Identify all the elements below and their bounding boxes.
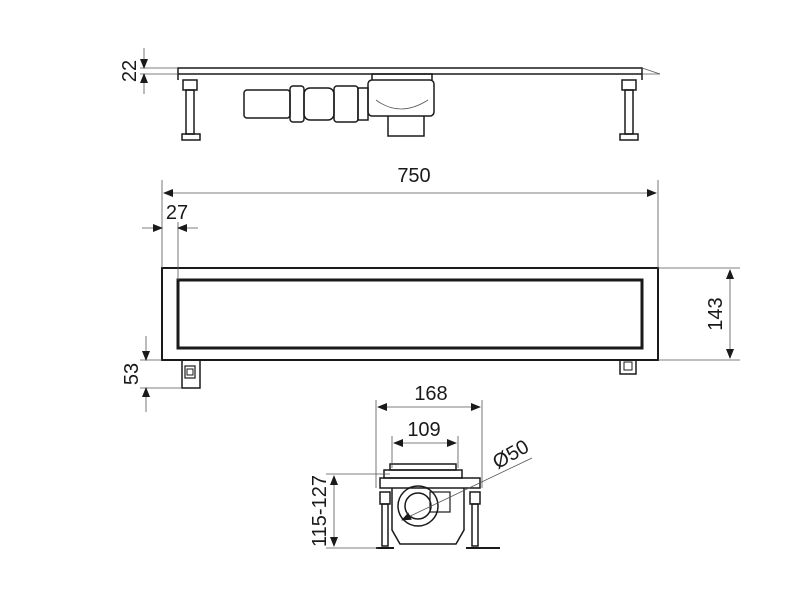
dim-53: 53: [121, 336, 182, 412]
dim-143: 143: [658, 267, 740, 361]
dim-115-127: 115-127: [309, 473, 390, 549]
dim-168-label: 168: [414, 383, 447, 405]
front-drain-body: [391, 488, 465, 545]
side-right-foot: [619, 79, 639, 141]
outlet-circle-outer: [397, 485, 439, 527]
top-inner-grate: [176, 278, 644, 350]
dim-22-label: 22: [119, 60, 141, 82]
top-left-foot: [181, 359, 201, 389]
top-right-foot: [619, 359, 637, 375]
dim-53-label: 53: [121, 363, 143, 385]
dim-109: 109: [391, 419, 459, 468]
top-outer-frame: [161, 267, 659, 361]
dim-115-127-label: 115-127: [309, 475, 331, 547]
side-view: 22: [119, 48, 661, 141]
dim-27-label: 27: [166, 202, 188, 224]
dim-22: 22: [119, 48, 148, 94]
front-left-foot: [376, 491, 394, 549]
top-view: 750 27 143 53: [121, 165, 740, 412]
dim-143-label: 143: [705, 297, 727, 330]
side-grate-plate: [177, 67, 643, 75]
outlet-circle-inner: [404, 492, 432, 520]
dim-168: 168: [375, 383, 483, 488]
dim-27: 27: [142, 202, 198, 280]
side-left-foot: [181, 79, 201, 141]
dim-750-label: 750: [397, 165, 430, 187]
side-siphon: [243, 73, 435, 137]
dim-109-label: 109: [407, 419, 440, 441]
front-right-foot: [466, 491, 500, 549]
front-view: 168 109 Ø50 115-127: [309, 383, 533, 549]
dim-750: 750: [161, 165, 659, 268]
